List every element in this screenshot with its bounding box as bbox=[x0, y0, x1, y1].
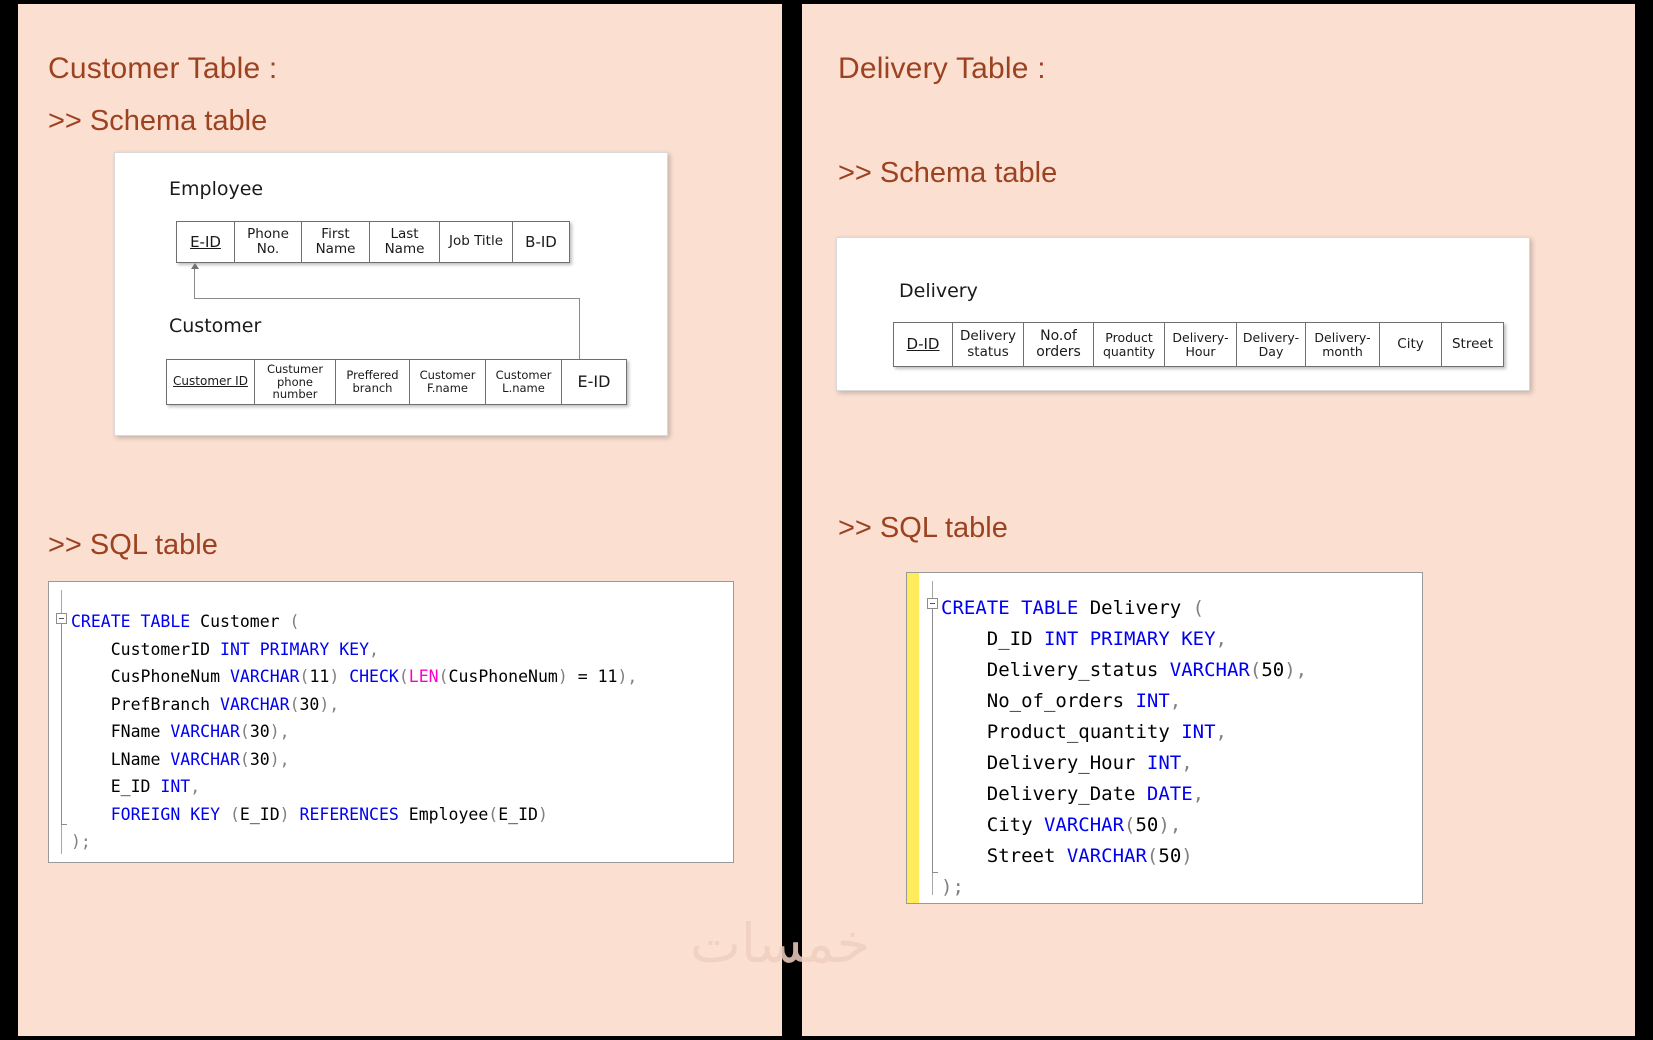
delivery-col-d-id: D-ID bbox=[894, 323, 953, 367]
delivery-col-delivery-day: Delivery- Day bbox=[1237, 323, 1306, 367]
right-sql-label: >> SQL table bbox=[838, 512, 1008, 544]
delivery-table-name: Delivery bbox=[899, 280, 978, 302]
delivery-col-product-quantity: Product quantity bbox=[1094, 323, 1165, 367]
page-left-border bbox=[0, 0, 18, 1040]
watermark-text: خمسات bbox=[690, 912, 871, 975]
customer-col-f-name: Customer F.name bbox=[410, 360, 486, 405]
customer-sql-card[interactable]: CREATE TABLE Customer ( CustomerID INT P… bbox=[48, 581, 734, 863]
code-fold-tail bbox=[932, 609, 933, 872]
left-sql-label: >> SQL table bbox=[48, 529, 218, 561]
slide-divider bbox=[782, 0, 802, 1040]
customer-col-preferred-branch: Preffered branch bbox=[336, 360, 410, 405]
left-schema-label: >> Schema table bbox=[48, 105, 268, 137]
code-fold-toggle-icon[interactable] bbox=[927, 598, 938, 609]
relationship-line-vertical-left bbox=[194, 269, 196, 299]
relationship-line-vertical-right bbox=[579, 298, 581, 375]
customer-attribute-row: Customer ID Custumer phone number Preffe… bbox=[166, 359, 627, 405]
page-top-border bbox=[0, 0, 1653, 4]
delivery-attribute-row: D-ID Delivery status No.of orders Produc… bbox=[893, 322, 1504, 367]
delivery-col-delivery-hour: Delivery- Hour bbox=[1165, 323, 1237, 367]
delivery-col-delivery-month: Delivery- month bbox=[1306, 323, 1380, 367]
delivery-sql-card[interactable]: CREATE TABLE Delivery ( D_ID INT PRIMARY… bbox=[906, 572, 1423, 904]
code-fold-toggle-icon[interactable] bbox=[56, 613, 67, 624]
customer-col-customer-id: Customer ID bbox=[167, 360, 255, 405]
customer-table-name: Customer bbox=[169, 315, 262, 337]
page-bottom-border bbox=[0, 1036, 1653, 1040]
employee-attribute-row: E-ID Phone No. First Name Last Name Job … bbox=[176, 221, 570, 263]
delivery-col-no-of-orders: No.of orders bbox=[1024, 323, 1094, 367]
delivery-schema-card: Delivery D-ID Delivery status No.of orde… bbox=[836, 237, 1530, 391]
code-change-bar bbox=[907, 573, 919, 903]
employee-col-phone-no: Phone No. bbox=[235, 222, 302, 263]
right-page-title: Delivery Table : bbox=[838, 52, 1046, 85]
right-slide-panel: Delivery Table : >> Schema table Deliver… bbox=[800, 4, 1635, 1036]
delivery-sql-code[interactable]: CREATE TABLE Delivery ( D_ID INT PRIMARY… bbox=[941, 597, 1308, 898]
employee-col-job-title: Job Title bbox=[440, 222, 513, 263]
code-fold-tail bbox=[61, 624, 62, 824]
customer-sql-code[interactable]: CREATE TABLE Customer ( CustomerID INT P… bbox=[71, 612, 638, 851]
page-right-border bbox=[1635, 0, 1653, 1040]
delivery-col-street: Street bbox=[1442, 323, 1504, 367]
code-fold-foot bbox=[61, 824, 67, 825]
employee-col-e-id: E-ID bbox=[177, 222, 235, 263]
employee-col-first-name: First Name bbox=[302, 222, 370, 263]
employee-col-b-id: B-ID bbox=[513, 222, 570, 263]
customer-col-e-id: E-ID bbox=[562, 360, 627, 405]
right-schema-label: >> Schema table bbox=[838, 157, 1058, 189]
delivery-col-delivery-status: Delivery status bbox=[953, 323, 1024, 367]
employee-table-name: Employee bbox=[169, 178, 264, 200]
code-fold-foot bbox=[932, 872, 938, 873]
left-slide-panel: Customer Table : >> Schema table Employe… bbox=[18, 4, 782, 1036]
relationship-arrowhead bbox=[191, 263, 199, 269]
customer-col-l-name: Customer L.name bbox=[486, 360, 562, 405]
customer-schema-card: Employee E-ID Phone No. First Name Last … bbox=[114, 152, 668, 436]
left-page-title: Customer Table : bbox=[48, 52, 278, 85]
delivery-col-city: City bbox=[1380, 323, 1442, 367]
customer-col-phone-number: Custumer phone number bbox=[255, 360, 336, 405]
employee-col-last-name: Last Name bbox=[370, 222, 440, 263]
relationship-line-horizontal bbox=[194, 298, 580, 300]
